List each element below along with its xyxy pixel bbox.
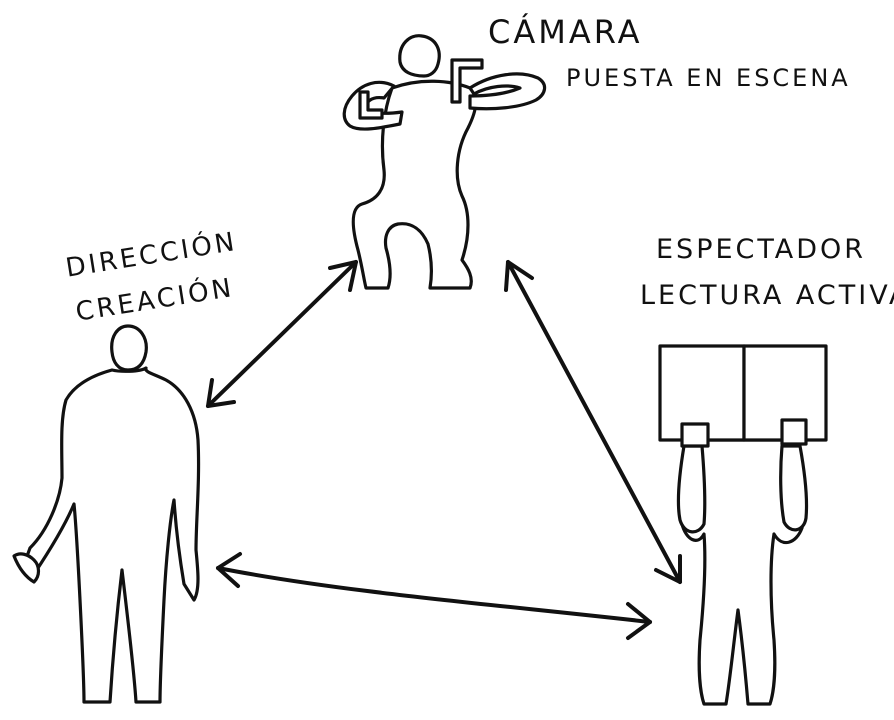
arrow-direction-camera [206,260,358,408]
director-person-head [110,324,148,372]
spectator-person-body [679,438,805,706]
arrow-direction-camera-head-start [206,378,236,408]
spectator-person-left-hand [680,422,710,448]
arrow-camera-spectator-head-start [504,260,534,292]
director-person-body [20,366,201,704]
camera-person-left-hand [358,90,384,120]
director-person-figure [12,324,201,704]
camera-title-label: CÁMARA [488,13,643,51]
spectator-subtitle-label: LECTURA ACTIVA [640,280,894,311]
camera-person-body [351,79,478,290]
arrow-camera-spectator-head-end [654,554,682,584]
spectator-book-right-page [742,344,828,442]
camera-person-right-arm [468,72,547,111]
camera-subtitle-label: PUESTA EN ESCENA [566,64,851,92]
camera-person-figure [342,34,547,290]
arrow-direction-spectator [216,552,652,640]
arrow-direction-camera-head-end [328,260,358,292]
arrow-direction-spectator-head-start [216,552,242,588]
arrow-camera-spectator-shaft [506,260,682,584]
spectator-title-label: ESPECTADOR [656,234,867,265]
spectator-person-right-hand [780,418,808,446]
spectator-person-left-arm [676,444,707,534]
arrow-direction-spectator-head-end [626,602,652,640]
arrow-camera-spectator [504,260,682,584]
spectator-person-figure [658,344,828,706]
arrow-direction-camera-shaft [206,260,358,408]
arrow-direction-spectator-shaft [216,566,652,624]
camera-person-head [398,34,441,78]
spectator-person-right-arm [779,444,809,532]
director-person-hand [12,552,41,584]
camera-person-right-hand [450,58,484,104]
